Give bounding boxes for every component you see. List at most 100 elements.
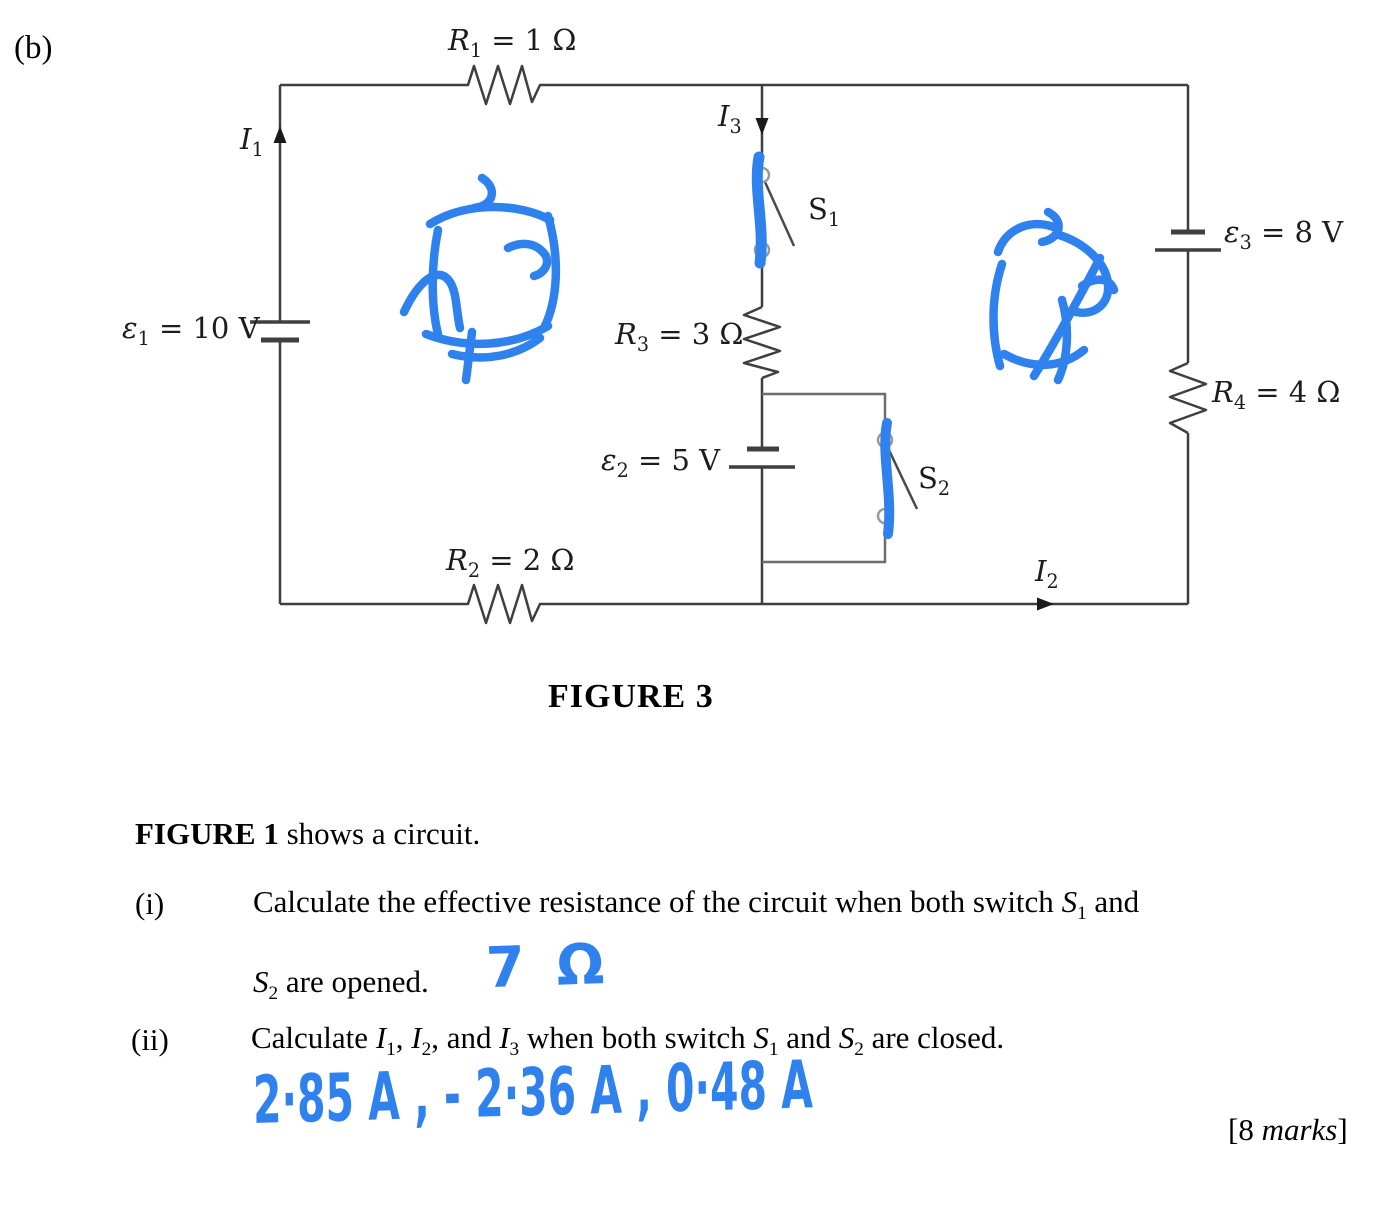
q2-s2-symbol: S bbox=[838, 1020, 855, 1055]
label-i1: I1 bbox=[240, 123, 264, 159]
scribble-annotation-left bbox=[399, 173, 561, 385]
label-r2: R2 = 2 Ω bbox=[446, 543, 575, 580]
i1-arrow bbox=[273, 126, 287, 143]
question-ii-text: Calculate I1, I2, and I3 when both switc… bbox=[251, 998, 1004, 1078]
resistors bbox=[448, 64, 1208, 625]
q2-i3-symbol: I bbox=[499, 1020, 510, 1055]
s1-subscript: 1 bbox=[827, 207, 841, 231]
s2-subscript: 2 bbox=[937, 476, 951, 500]
loop-bottom bbox=[762, 523, 887, 564]
label-e1: ε1 = 10 V bbox=[122, 311, 260, 348]
q2-i3-subscript: 3 bbox=[509, 1039, 520, 1061]
marks-close: ] bbox=[1337, 1112, 1348, 1147]
loop-top bbox=[762, 392, 887, 433]
marks-allocation: [8 marks] bbox=[1228, 1112, 1348, 1148]
i3-arrow bbox=[755, 118, 769, 135]
label-e3: ε3 = 8 V bbox=[1224, 215, 1344, 252]
i2-subscript: 2 bbox=[1046, 569, 1059, 593]
r3-symbol: R bbox=[615, 317, 637, 351]
label-i2: I2 bbox=[1035, 554, 1059, 591]
q2-i1-symbol: I bbox=[375, 1020, 387, 1055]
e3-subscript: 3 bbox=[1239, 230, 1252, 254]
r4-symbol: R bbox=[1212, 375, 1234, 409]
resistor-r4 bbox=[1168, 361, 1208, 435]
label-i3: I3 bbox=[718, 99, 742, 136]
battery-e1 bbox=[250, 320, 310, 343]
q2-seg2: , bbox=[395, 1020, 412, 1055]
r2-value: = 2 Ω bbox=[480, 543, 575, 577]
battery-e2 bbox=[729, 446, 795, 469]
q2-i2-symbol: I bbox=[411, 1020, 422, 1055]
switch-s2 bbox=[876, 418, 919, 539]
r3-value: = 3 Ω bbox=[649, 317, 744, 351]
s1-closed-pen-annotation bbox=[751, 151, 767, 269]
figure-caption: FIGURE 3 bbox=[548, 678, 714, 715]
current-arrows bbox=[273, 118, 1054, 611]
q1-s1-subscript: 1 bbox=[1077, 903, 1087, 925]
marks-open: [8 bbox=[1228, 1112, 1262, 1147]
part-label: (b) bbox=[14, 30, 53, 66]
e2-symbol: ε bbox=[601, 443, 617, 477]
q2-seg6: are closed. bbox=[863, 1020, 1005, 1055]
s2-symbol: S bbox=[918, 461, 938, 495]
resistor-r2 bbox=[448, 583, 580, 625]
battery-e3 bbox=[1155, 229, 1221, 252]
r2-symbol: R bbox=[446, 543, 468, 577]
question-ii-number: (ii) bbox=[131, 1022, 169, 1057]
q1-seg2: and bbox=[1086, 884, 1140, 919]
circuit-diagram bbox=[250, 64, 1221, 625]
handwritten-answer-ii: 2·85 A , - 2·36 A , 0·48 A bbox=[252, 1046, 814, 1139]
r2-subscript: 2 bbox=[467, 558, 481, 582]
q2-seg3: , and bbox=[431, 1020, 500, 1055]
marks-word: marks bbox=[1261, 1112, 1338, 1147]
r4-subscript: 4 bbox=[1233, 390, 1247, 414]
q2-s1-symbol: S bbox=[753, 1020, 769, 1055]
q2-s1-subscript: 1 bbox=[768, 1039, 779, 1061]
resistor-r1 bbox=[448, 64, 580, 106]
s1-blade bbox=[763, 181, 796, 247]
e3-symbol: ε bbox=[1224, 215, 1240, 249]
intro-line: FIGURE 1 shows a circuit. bbox=[135, 814, 480, 854]
q2-seg5: and bbox=[778, 1020, 839, 1055]
r3-subscript: 3 bbox=[636, 332, 650, 356]
s2-closed-pen-annotation bbox=[880, 418, 895, 539]
s2-loop-wires bbox=[762, 392, 887, 564]
resistor-r3 bbox=[742, 305, 782, 380]
label-s2: S2 bbox=[918, 461, 950, 498]
handwritten-answer-i: 7 Ω bbox=[484, 931, 612, 1002]
q2-i2-subscript: 2 bbox=[421, 1039, 432, 1061]
e3-value: = 8 V bbox=[1251, 215, 1344, 249]
q2-seg1: Calculate bbox=[251, 1020, 376, 1055]
q2-i1-subscript: 1 bbox=[386, 1039, 396, 1061]
e2-subscript: 2 bbox=[616, 458, 629, 482]
q1-seg1: Calculate the effective resistance of th… bbox=[253, 884, 1062, 919]
question-i-text: Calculate the effective resistance of th… bbox=[253, 862, 1139, 1022]
r1-subscript: 1 bbox=[469, 38, 483, 62]
q1-s1-symbol: S bbox=[1061, 884, 1078, 919]
question-i-number: (i) bbox=[135, 886, 165, 921]
s1-symbol: S bbox=[808, 192, 828, 226]
switch-s1 bbox=[751, 151, 796, 269]
intro-figure-ref: FIGURE 1 bbox=[135, 816, 279, 851]
i1-subscript: 1 bbox=[251, 137, 264, 161]
label-s1: S1 bbox=[808, 192, 840, 229]
i3-subscript: 3 bbox=[729, 114, 742, 138]
intro-rest: shows a circuit. bbox=[278, 816, 481, 851]
r4-value: = 4 Ω bbox=[1246, 375, 1341, 409]
label-r3: R3 = 3 Ω bbox=[615, 317, 744, 354]
q2-seg4: when both switch bbox=[519, 1020, 754, 1055]
q1-seg3: are opened. bbox=[278, 964, 429, 999]
e1-value: = 10 V bbox=[149, 311, 260, 345]
i3-symbol: I bbox=[718, 99, 730, 133]
q1-s2-subscript: 2 bbox=[268, 983, 279, 1005]
q2-s2-subscript: 2 bbox=[854, 1039, 864, 1061]
e2-value: = 5 V bbox=[628, 443, 721, 477]
r1-value: = 1 Ω bbox=[482, 23, 577, 57]
label-r4: R4 = 4 Ω bbox=[1212, 375, 1341, 412]
label-r1: R1 = 1 Ω bbox=[448, 23, 577, 60]
i2-arrow bbox=[1037, 597, 1054, 611]
label-e2: ε2 = 5 V bbox=[601, 443, 721, 480]
q1-s2-symbol: S bbox=[253, 964, 269, 999]
i2-symbol: I bbox=[1035, 554, 1047, 588]
